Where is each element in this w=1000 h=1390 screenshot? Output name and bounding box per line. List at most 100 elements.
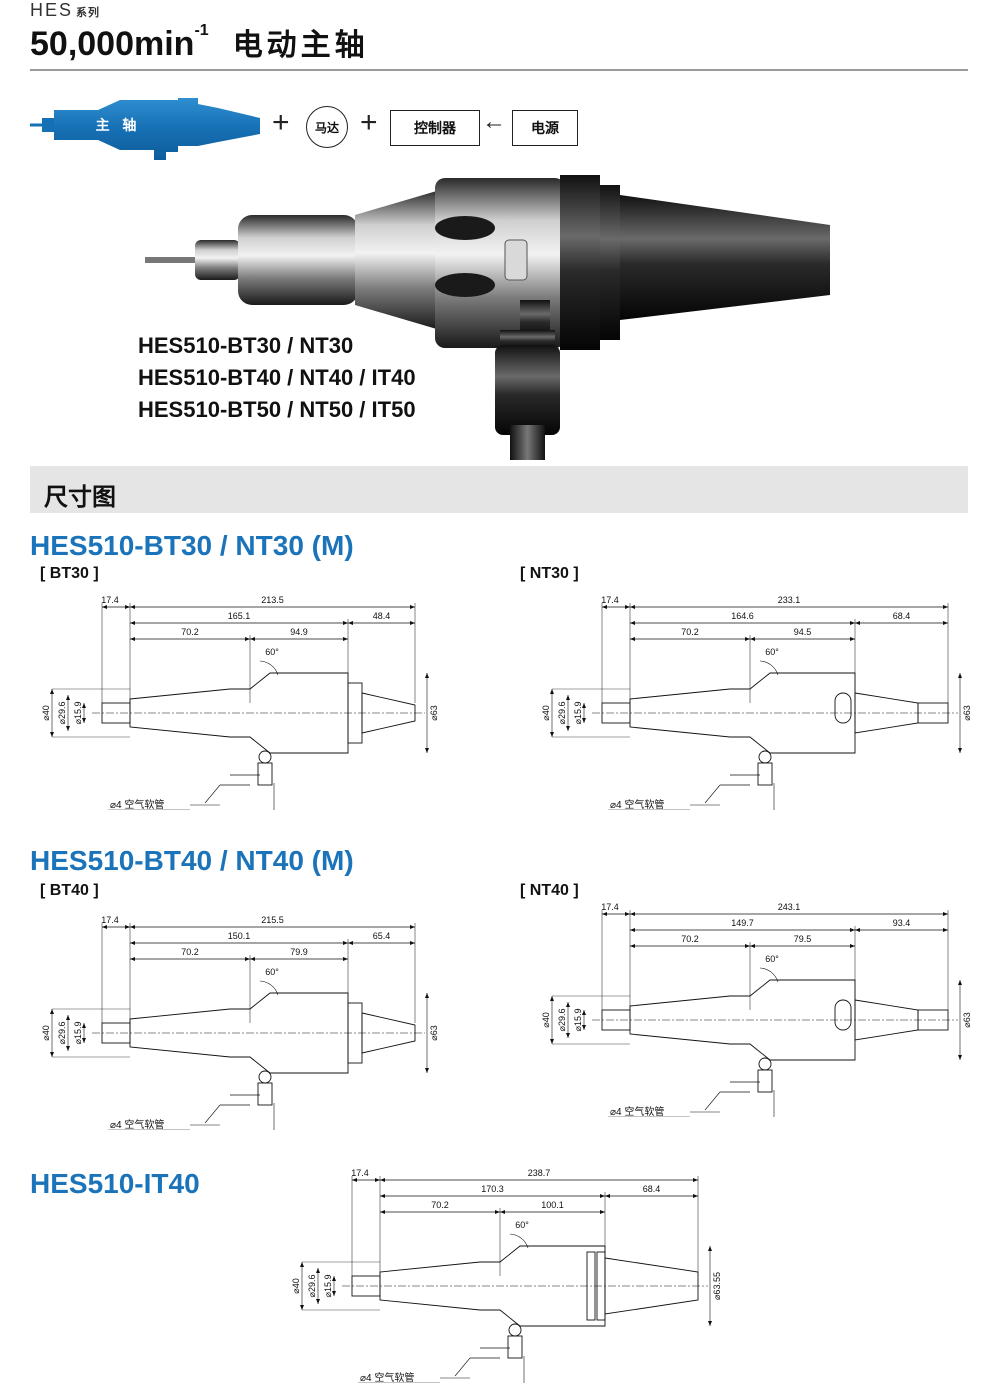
dim-f: 79.5 — [794, 934, 812, 944]
dim-c: 165.1 — [228, 611, 251, 621]
diameter-29-6: ⌀29.6 — [57, 702, 67, 725]
drawing-label-bt30: [ BT30 ] — [40, 565, 99, 582]
dim-d: 65.4 — [373, 931, 391, 941]
diameter-15-9: ⌀15.9 — [73, 1022, 83, 1045]
air-hose-note: ⌀4 空气软管 — [610, 798, 664, 810]
title-chinese: 电动主轴 — [232, 29, 369, 62]
air-hose-note: ⌀4 空气软管 — [360, 1371, 414, 1383]
angle-60: 60° — [515, 1220, 529, 1230]
product-image — [140, 170, 840, 460]
dimension-drawing: 17.4 213.5 165.1 48.4 70.2 94.9 ⌀40 ⌀29.6 ⌀15.9 ⌀… — [41, 595, 439, 832]
angle-arc — [509, 1233, 529, 1249]
diameter-15-9: ⌀15.9 — [573, 1009, 583, 1032]
dim-a: 17.4 — [101, 595, 119, 605]
model-list: HES510-BT30 / NT30 HES510-BT40 / NT40 / … — [138, 330, 416, 426]
header-divider — [30, 69, 968, 71]
diameter-40: ⌀40 — [541, 1012, 551, 1027]
air-fitting-icon — [258, 1070, 272, 1084]
angle-arc — [759, 660, 779, 676]
model-item: HES510-BT50 / NT50 / IT50 — [138, 397, 416, 422]
title-speed: 50,000min — [30, 25, 195, 63]
diameter-40: ⌀40 — [291, 1278, 301, 1293]
page-title: 50,000min-1 电动主轴 — [30, 20, 369, 64]
angle-60: 60° — [765, 647, 779, 657]
dim-b: 213.5 — [261, 595, 284, 605]
arrow-left-icon: ← — [482, 108, 506, 135]
power-box: 电源 — [512, 110, 578, 146]
air-hose-note: ⌀4 空气软管 — [110, 798, 164, 810]
angle-60: 60° — [265, 647, 279, 657]
angle-arc — [759, 967, 779, 983]
dimension-lines — [602, 912, 948, 948]
drawing-label-nt30: [ NT30 ] — [520, 565, 579, 582]
dim-c: 170.3 — [481, 1184, 504, 1194]
series-suffix: 系列 — [76, 7, 101, 19]
drawing-bt30: 17.4 213.5 165.1 48.4 70.2 94.9 ⌀40 ⌀29.6 ⌀15.9 ⌀… — [30, 585, 470, 832]
diameter-63: ⌀63 — [962, 705, 970, 720]
plus-sign-1: + — [272, 106, 290, 139]
diameter-40: ⌀40 — [41, 1025, 51, 1040]
model-item: HES510-BT40 / NT40 / IT40 — [138, 365, 416, 390]
air-fitting-icon — [758, 750, 772, 764]
dim-b: 233.1 — [778, 595, 801, 605]
dim-f: 100.1 — [541, 1200, 564, 1210]
title-exponent: -1 — [194, 22, 209, 39]
diameter-63: ⌀63 — [962, 1012, 970, 1027]
diameter-29-6: ⌀29.6 — [57, 1022, 67, 1045]
dim-c: 150.1 — [228, 931, 251, 941]
dim-e: 70.2 — [681, 934, 699, 944]
section-title: 尺寸图 — [44, 484, 116, 511]
diameter-29-6: ⌀29.6 — [307, 1275, 317, 1298]
spindle-graphic: 主 轴 — [28, 90, 268, 165]
dim-a: 17.4 — [601, 902, 619, 912]
group-heading-it40: HES510-IT40 — [30, 1168, 200, 1199]
dimension-lines — [352, 1178, 698, 1214]
section-bar — [30, 466, 968, 513]
diameter-40: ⌀40 — [41, 705, 51, 720]
spindle-label: 主 轴 — [96, 117, 141, 134]
dim-e: 70.2 — [431, 1200, 449, 1210]
dim-d: 68.4 — [643, 1184, 661, 1194]
dim-c: 149.7 — [731, 918, 754, 928]
dimension-lines — [102, 925, 415, 961]
angle-60: 60° — [765, 954, 779, 964]
dim-d: 68.4 — [893, 611, 911, 621]
air-fitting-icon — [508, 1323, 522, 1337]
dim-e: 70.2 — [681, 627, 699, 637]
dim-f: 94.5 — [794, 627, 812, 637]
dimension-lines — [602, 605, 948, 641]
diameter-63: ⌀63 — [429, 705, 439, 720]
model-item: HES510-BT30 / NT30 — [138, 333, 354, 358]
dim-a: 17.4 — [101, 915, 119, 925]
series-code: HES — [30, 0, 74, 20]
diameter-63: ⌀63.55 — [712, 1272, 720, 1300]
motor-circle: 马达 — [306, 106, 348, 148]
diameter-15-9: ⌀15.9 — [73, 702, 83, 725]
dim-d: 93.4 — [893, 918, 911, 928]
spindle-silhouette-icon: 主 轴 — [30, 98, 260, 160]
dim-d: 48.4 — [373, 611, 391, 621]
controller-box: 控制器 — [390, 110, 480, 146]
dim-b: 238.7 — [528, 1168, 551, 1178]
diameter-63: ⌀63 — [429, 1025, 439, 1040]
dimension-lines — [102, 605, 415, 641]
diameter-15-9: ⌀15.9 — [573, 702, 583, 725]
dim-f: 94.9 — [290, 627, 308, 637]
group-heading-bt30: HES510-BT30 / NT30 (M) — [30, 530, 354, 561]
group-heading-bt40: HES510-BT40 / NT40 (M) — [30, 845, 354, 876]
dim-b: 215.5 — [261, 915, 284, 925]
dim-e: 70.2 — [181, 627, 199, 637]
diameter-15-9: ⌀15.9 — [323, 1275, 333, 1298]
diameter-40: ⌀40 — [541, 705, 551, 720]
spindle-photo-icon — [145, 175, 830, 460]
plus-sign-2: + — [360, 106, 378, 139]
air-fitting-icon — [258, 750, 272, 764]
